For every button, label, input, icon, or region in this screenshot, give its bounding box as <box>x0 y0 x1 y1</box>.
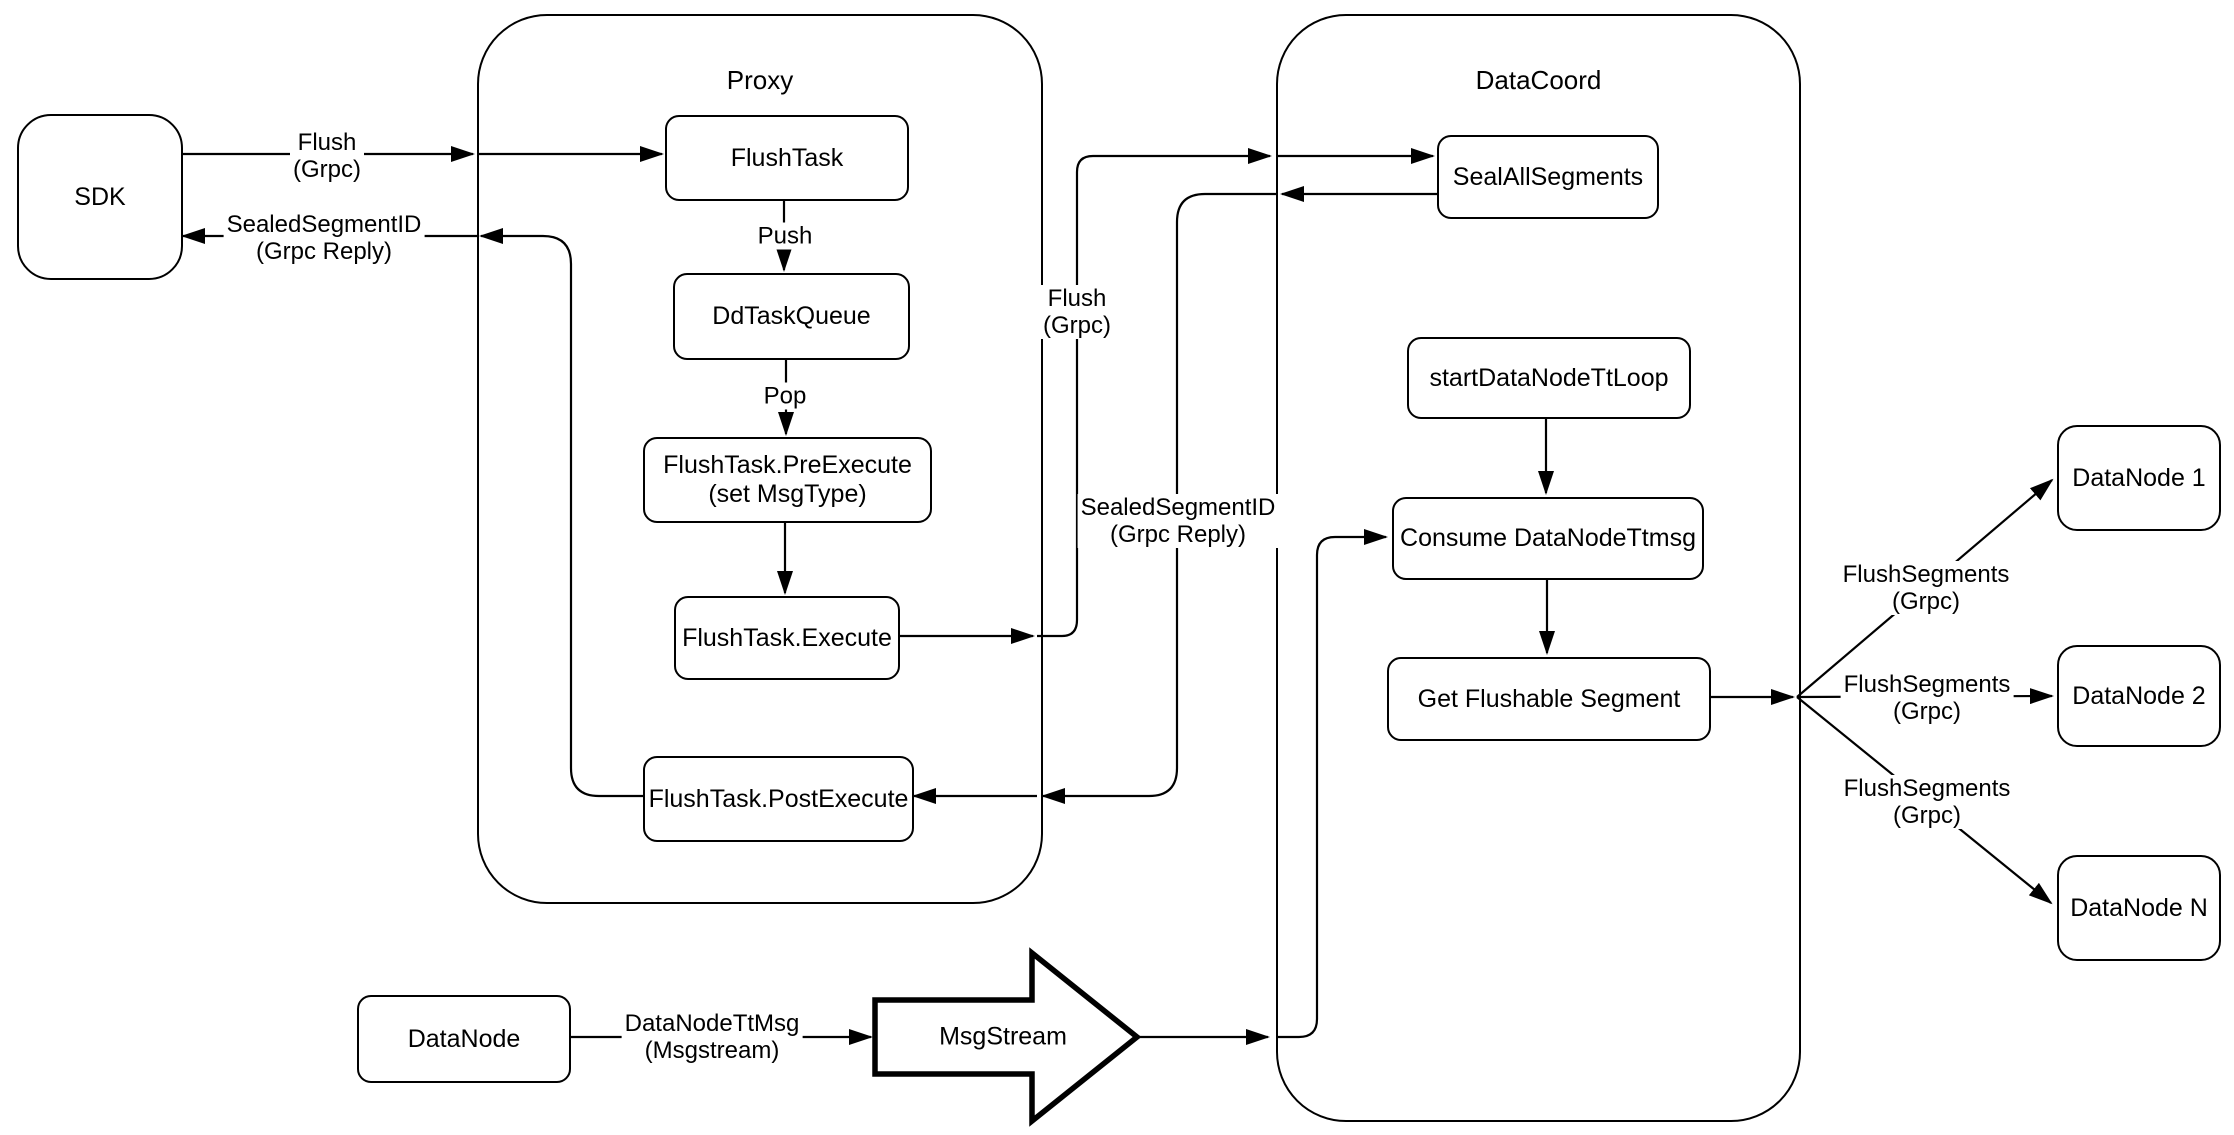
node-datanode-bottom-label: DataNode <box>407 1024 521 1053</box>
edge-label-mid-flush-line2: (Grpc) <box>1043 312 1111 339</box>
node-datanode-2: DataNode 2 <box>2057 645 2221 747</box>
edge-label-flushsegments-2: FlushSegments (Grpc) <box>1840 671 2014 725</box>
node-ddtaskqueue: DdTaskQueue <box>673 273 910 360</box>
edge-label-flushsegments-2-line1: FlushSegments <box>1843 671 2011 698</box>
edge-label-mid-reply-line1: SealedSegmentID <box>1080 494 1276 521</box>
node-flushtask-label: FlushTask <box>730 143 844 172</box>
edge-label-datanodettmsg: DataNodeTtMsg (Msgstream) <box>621 1010 803 1064</box>
node-datanode-2-label: DataNode 2 <box>2072 681 2206 710</box>
edge-label-datanodettmsg-line1: DataNodeTtMsg <box>624 1010 800 1037</box>
edge-label-flushsegments-n: FlushSegments (Grpc) <box>1840 775 2014 829</box>
node-datanode-1-label: DataNode 1 <box>2072 463 2206 492</box>
node-postexecute: FlushTask.PostExecute <box>643 756 914 842</box>
node-getflushablesegment: Get Flushable Segment <box>1387 657 1711 741</box>
edge-label-sdk-reply: SealedSegmentID (Grpc Reply) <box>223 211 425 265</box>
node-datanode-1: DataNode 1 <box>2057 425 2221 531</box>
node-consume-datanodettmsg-label: Consume DataNodeTtmsg <box>1400 524 1696 552</box>
edge-label-mid-flush-line1: Flush <box>1047 285 1107 312</box>
node-datanode-n: DataNode N <box>2057 855 2221 961</box>
msgstream-shape-label: MsgStream <box>939 1022 1067 1051</box>
node-sealallsegments: SealAllSegments <box>1437 135 1659 219</box>
edge-label-flushsegments-n-line2: (Grpc) <box>1893 802 1961 829</box>
edge-label-sdk-reply-line1: SealedSegmentID <box>226 211 422 238</box>
node-preexecute-label: FlushTask.PreExecute (set MsgType) <box>663 451 912 509</box>
node-startdatanodettloop-label: startDataNodeTtLoop <box>1429 363 1669 392</box>
edge-label-pop: Pop <box>760 382 810 410</box>
node-getflushablesegment-label: Get Flushable Segment <box>1417 684 1681 713</box>
node-flushtask: FlushTask <box>665 115 909 201</box>
node-preexecute-line2: (set MsgType) <box>708 480 867 508</box>
node-sdk-label: SDK <box>74 182 126 211</box>
node-datanode-bottom: DataNode <box>357 995 571 1083</box>
edge-label-sdk-reply-line2: (Grpc Reply) <box>255 238 393 265</box>
edge-flush-to-datacoord-edge <box>1037 147 1273 638</box>
edge-label-mid-reply-line2: (Grpc Reply) <box>1109 521 1247 548</box>
node-execute-label: FlushTask.Execute <box>682 623 892 652</box>
node-postexecute-label: FlushTask.PostExecute <box>648 784 909 813</box>
edge-label-flushsegments-n-line1: FlushSegments <box>1843 775 2011 802</box>
edge-label-flushsegments-1: FlushSegments (Grpc) <box>1839 561 2013 615</box>
edge-label-push: Push <box>754 222 816 250</box>
edge-label-datanodettmsg-line2: (Msgstream) <box>644 1037 780 1064</box>
node-execute: FlushTask.Execute <box>674 596 900 680</box>
edge-label-sdk-flush-line1: Flush <box>297 129 357 156</box>
edge-label-flushsegments-1-line2: (Grpc) <box>1892 588 1960 615</box>
node-startdatanodettloop: startDataNodeTtLoop <box>1407 337 1691 419</box>
edge-label-sdk-flush: Flush (Grpc) <box>290 129 364 183</box>
node-sealallsegments-label: SealAllSegments <box>1452 162 1644 191</box>
edge-label-sdk-flush-line2: (Grpc) <box>293 156 361 183</box>
node-preexecute: FlushTask.PreExecute (set MsgType) <box>643 437 932 523</box>
edge-label-mid-reply: SealedSegmentID (Grpc Reply) <box>1077 494 1279 548</box>
node-sdk: SDK <box>17 114 183 280</box>
node-preexecute-line1: FlushTask.PreExecute <box>663 451 912 479</box>
edge-label-mid-flush: Flush (Grpc) <box>1040 285 1114 339</box>
node-datanode-n-label: DataNode N <box>2070 893 2208 922</box>
node-ddtaskqueue-label: DdTaskQueue <box>712 302 871 330</box>
node-consume-datanodettmsg: Consume DataNodeTtmsg <box>1392 497 1704 580</box>
datacoord-container-title: DataCoord <box>1475 65 1602 95</box>
proxy-container-title: Proxy <box>726 65 794 95</box>
edge-label-flushsegments-2-line2: (Grpc) <box>1893 698 1961 725</box>
edge-label-flushsegments-1-line1: FlushSegments <box>1842 561 2010 588</box>
